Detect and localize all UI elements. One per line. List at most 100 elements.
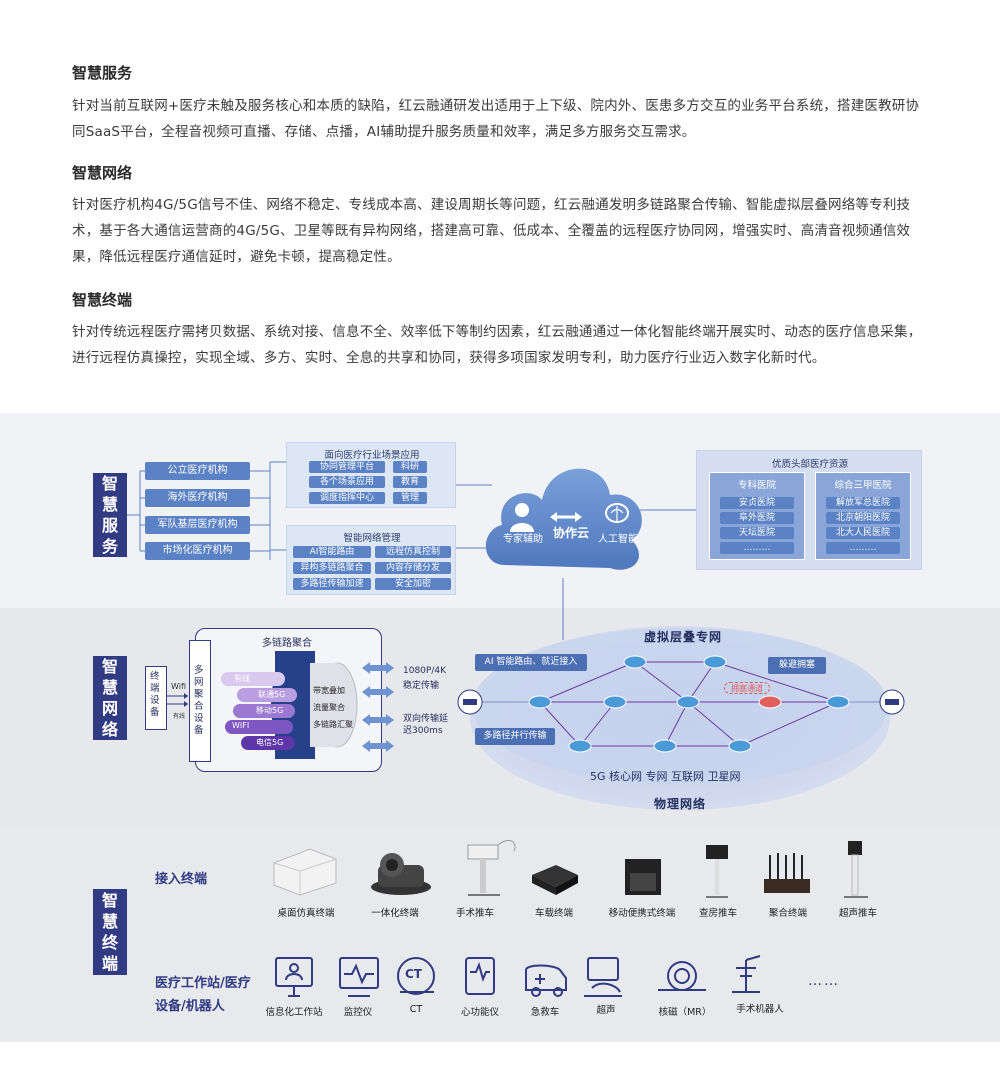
institution-overseas: 海外医疗机构 (145, 489, 250, 507)
station-label: 信息化工作站 (265, 1007, 323, 1018)
institution-military: 军队基层医疗机构 (145, 516, 250, 534)
access-terminal-label: 接入终端 (155, 872, 208, 887)
output-arrows (362, 662, 394, 752)
station-label: 监控仪 (343, 1007, 373, 1018)
ai-route-pill: AI 智能路由、就近接入 (475, 654, 587, 671)
net-mgmt-item: AI智能路由 (293, 546, 371, 558)
physical-networks: 5G 核心网 专网 互联网 卫星网 (590, 770, 741, 783)
link-wifi: WIFI (232, 721, 250, 730)
congestion-channel: 拥塞通道 (724, 682, 770, 694)
tag-char: 端 (101, 954, 118, 973)
section-title-service: 智慧服务 (72, 64, 133, 82)
multipath-pill: 多路径并行传输 (475, 728, 555, 745)
ct-icon (397, 957, 435, 995)
net-mgmt-item: 安全加密 (375, 578, 451, 590)
vehicle-terminal-icon (532, 865, 578, 895)
tag-char: 智 (101, 657, 118, 676)
tag-char: 网 (194, 677, 204, 688)
tag-char: 服 (101, 516, 118, 535)
terminal-device-box (145, 666, 167, 730)
resource-item: ……… (826, 542, 900, 554)
station-icons (275, 955, 761, 997)
cloud-icon (485, 468, 642, 570)
wifi-label: Wifi (171, 682, 186, 691)
cloud-left-label: 专家辅助 (503, 534, 543, 545)
desktop-sim-terminal-icon (273, 848, 337, 896)
device-label: 查房推车 (698, 908, 737, 919)
device-label: 车载终端 (534, 908, 573, 919)
tag-char: 端 (150, 683, 160, 694)
app-item: 科研 (393, 461, 427, 473)
out1-line1: 1080P/4K (403, 666, 446, 676)
apps-panel: 面向医疗行业场景应用 协同管理平台 科研 各个场景应用 教育 调度指挥中心 管理 (286, 442, 456, 508)
portable-terminal-icon (625, 859, 661, 895)
device-label: 一体化终端 (371, 908, 419, 919)
tag-char: 智 (101, 474, 118, 493)
tag-char: 备 (194, 725, 204, 736)
link-aggregation-graphic (221, 651, 358, 759)
device-label: 桌面仿真终端 (277, 908, 335, 919)
tag-char: 多 (194, 665, 204, 676)
section-title-network: 智慧网络 (72, 164, 133, 182)
mri-icon (658, 961, 706, 991)
section-title-terminal: 智慧终端 (72, 291, 133, 309)
surgery-cart-icon (467, 839, 516, 896)
resource-item: 北大人民医院 (826, 527, 900, 539)
terminal-tag: 智慧终端 (93, 889, 127, 975)
cloud-right-label: 人工智能 (598, 534, 638, 545)
out2-line2: 迟300ms (403, 726, 443, 736)
wifi-link-arrows (166, 693, 188, 707)
access-device-images (273, 839, 868, 898)
network-tag: 智慧网络 (93, 656, 127, 740)
resource-item: 安贞医院 (720, 497, 794, 509)
net-mgmt-item: 多路径传输加速 (293, 578, 371, 590)
monitor-icon (339, 957, 379, 997)
virtual-network-title: 虚拟层叠专网 (644, 630, 723, 644)
app-item: 教育 (393, 476, 427, 488)
ultrasound-cart-icon (844, 841, 868, 898)
tag-char: 务 (101, 537, 118, 556)
resources-panel: 优质头部医疗资源 专科医院 安贞医院 阜外医院 天坛医院 ……… 综合三甲医院 … (696, 450, 922, 570)
section-body-service: 针对当前互联网+医疗未触及服务核心和本质的缺陷，红云融通研发出适用于上下级、院内… (72, 98, 920, 140)
resource-col-general: 综合三甲医院 解放军总医院 北京朝阳医院 北大人民医院 ……… (815, 472, 911, 560)
device-label: 超声推车 (838, 908, 877, 919)
station-label: 急救车 (530, 1007, 560, 1018)
app-item: 协同管理平台 (309, 461, 385, 473)
out1-line2: 稳定传输 (403, 681, 440, 691)
core-item: 带宽叠加 (313, 686, 345, 695)
link-mobile: 移动5G (256, 706, 284, 715)
multi-net-device-box (189, 640, 211, 762)
core-item: 流量聚合 (313, 703, 345, 712)
virtual-network-graphic (457, 626, 905, 810)
app-item: 调度指挥中心 (309, 492, 385, 504)
multi-net-device-label: 多网聚合设备 (194, 665, 206, 737)
integrated-terminal-icon (371, 853, 431, 895)
resource-item: 阜外医院 (720, 512, 794, 524)
wired-label: 有线 (173, 713, 186, 720)
ct-icon-text: CT (405, 967, 422, 981)
institution-public: 公立医疗机构 (145, 462, 250, 480)
section-body-terminal: 针对传统远程医疗需拷贝数据、系统对接、信息不全、效率低下等制约因素，红云融通通过… (72, 324, 922, 366)
core-item: 多链路汇聚 (313, 720, 353, 729)
station-label-line1: 医疗工作站/医疗 (155, 976, 251, 991)
section-body-network: 针对医疗机构4G/5G信号不佳、网络不稳定、专线成本高、建设周期长等问题，红云融… (72, 197, 911, 265)
net-mgmt-panel: 智能网络管理 AI智能路由 远程仿真控制 异构多链路聚合 内容存储分发 多路径传… (286, 525, 456, 595)
resource-item: 解放军总医院 (826, 497, 900, 509)
apps-panel-title: 面向医疗行业场景应用 (324, 450, 420, 461)
net-mgmt-title: 智能网络管理 (343, 533, 401, 544)
terminal-device-label: 终端设备 (150, 671, 162, 719)
tag-char: 慧 (101, 495, 118, 514)
out2-line1: 双向传输延 (403, 714, 449, 724)
tag-char: 设 (194, 713, 204, 724)
surgical-robot-icon (732, 955, 761, 993)
resource-item: ……… (720, 542, 794, 554)
tag-char: 终 (150, 671, 160, 682)
tag-char: 终 (101, 933, 118, 952)
net-mgmt-item: 异构多链路聚合 (293, 562, 371, 574)
ultrasound-icon (584, 957, 622, 997)
cloud-center-label: 协作云 (553, 526, 590, 540)
aggregation-title: 多链路聚合 (262, 638, 312, 649)
tag-char: 聚 (194, 689, 204, 700)
tag-char: 设 (150, 695, 160, 706)
